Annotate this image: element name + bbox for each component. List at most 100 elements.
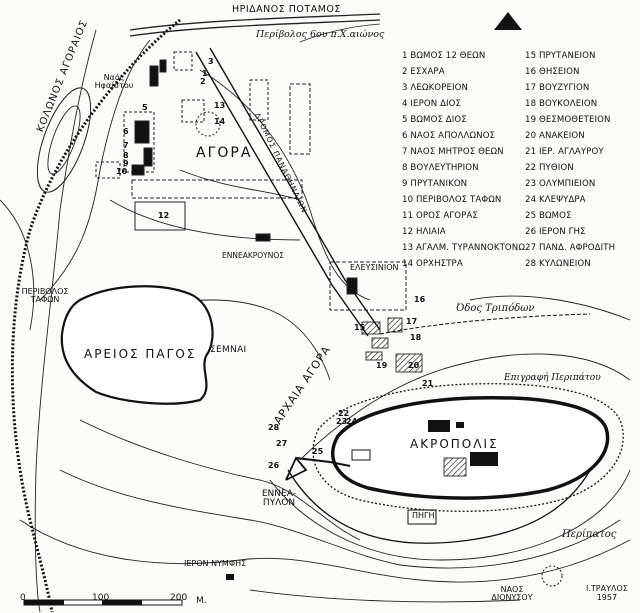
legend-item: 4 ΙΕΡΟΝ ΔΙΟΣ	[402, 99, 462, 109]
legend-item: 26 ΙΕΡΟΝ ΓΗΣ	[525, 227, 586, 237]
legend-item: 19 ΘΕΣΜΟΘΕΤΕΙΟΝ	[525, 115, 611, 125]
site-number: 8	[123, 151, 129, 160]
site-number: 21	[422, 379, 434, 388]
enneapylon-label: ΕΝΝΕΑ- ΠΥΛΟΝ	[261, 489, 297, 508]
west-approach	[285, 456, 308, 481]
agora-label: ΑΓΟΡΑ	[196, 145, 253, 161]
ieron-nymphes-label: ΙΕΡΟΝ ΝΥΜΦΗΣ	[184, 559, 247, 568]
site-number: 18	[410, 333, 422, 342]
kolonos-hill-inner	[47, 105, 81, 175]
site-number: 24	[346, 417, 358, 426]
site-number: 3	[208, 57, 214, 66]
site-number: 16	[414, 295, 426, 304]
site-number: 13	[214, 101, 226, 110]
panathenaic-way	[195, 47, 381, 337]
naos-dionysou-label: ΝΑΟΣ ΔΙΟΝΥΣΟΥ	[491, 585, 533, 602]
temple-hephaestus-label: Ναός Ηφαίστου	[94, 73, 134, 90]
site-number: 1	[202, 69, 208, 78]
legend-item: 14 ΟΡΧΗΣΤΡΑ	[402, 259, 463, 269]
legend-item: 13 ΑΓΑΛΜ. ΤΥΡΑΝΝΟΚΤΟΝΩΝ	[402, 243, 525, 253]
legend-item: 3 ΛΕΩΚΟΡΕΙΟΝ	[402, 83, 469, 93]
epigraphe-label: Επιγραφή Περιπάτου	[504, 373, 601, 383]
areios-pagos-label: ΑΡΕΙΟΣ ΠΑΓΟΣ	[84, 347, 197, 361]
semnai-label: ΣΕΜΝΑΙ	[210, 345, 247, 355]
legend-item: 24 ΚΛΕΨΥΔΡΑ	[525, 195, 586, 205]
site-number: 5	[142, 103, 148, 112]
north-arrow-icon	[494, 12, 522, 30]
peripatos-road	[287, 449, 601, 544]
nymphe-marker	[226, 574, 234, 580]
river	[129, 13, 381, 43]
legend-item: 7 ΝΑΟΣ ΜΗΤΡΟΣ ΘΕΩΝ	[402, 147, 504, 157]
agora-number-12: 12	[158, 211, 169, 220]
areios-pagos-hill	[60, 285, 214, 405]
site-number: 19	[376, 361, 388, 370]
site-number: 9	[123, 159, 129, 168]
legend-item: 17 ΒΟΥΖΥΓΙΟΝ	[525, 83, 590, 93]
eleusinion-outline	[329, 261, 407, 311]
legend-item: 15 ΠΡΥΤΑΝΕΙΟΝ	[525, 51, 596, 61]
site-number: 17	[406, 317, 418, 326]
agora-buildings	[95, 51, 311, 242]
legend-item: 10 ΠΕΡΙΒΟΛΟΣ ΤΑΦΩΝ	[402, 195, 502, 205]
eleusinion-label: ΕΛΕΥΣΙΝΙΟΝ	[350, 263, 399, 272]
legend-item: 20 ΑΝΑΚΕΙΟΝ	[525, 131, 585, 141]
tripodon-road	[379, 313, 591, 335]
legend-item: 8 ΒΟΥΛΕΥΤΗΡΙΟΝ	[402, 163, 479, 173]
site-number: 6	[123, 127, 129, 136]
legend-item: 11 ΟΡΟΣ ΑΓΟΡΑΣ	[402, 211, 478, 221]
legend-item: 27 ΠΑΝΔ. ΑΦΡΟΔΙΤΗ	[525, 243, 616, 253]
site-number: 23	[336, 417, 348, 426]
enneakrounos-label: ΕΝΝΕΑΚΡΟΥΝΟΣ	[222, 251, 285, 260]
legend-item: 28 ΚΥΛΩΝΕΙΟΝ	[525, 259, 591, 269]
city-wall	[10, 18, 181, 613]
site-number: 27	[276, 439, 288, 448]
legend-item: 22 ΠΥΘΙΟΝ	[525, 163, 574, 173]
kolonos-hill	[36, 87, 92, 193]
map-credit: Ι.ΤΡΑΥΛΟΣ 1957	[586, 584, 628, 603]
site-number: 20	[408, 361, 420, 370]
legend-item: 2 ΕΣΧΑΡΑ	[402, 67, 445, 77]
odos-tripodon-label: Όδος Τριπόδων	[456, 303, 535, 314]
site-number: 26	[268, 461, 280, 470]
dionysus-theatre	[541, 565, 563, 587]
acropolis-outer	[312, 383, 624, 512]
legend-item: 16 ΘΗΣΕΙΟΝ	[525, 67, 580, 77]
legend-item: 21 ΙΕΡ. ΑΓΛΑΥΡΟΥ	[525, 147, 604, 157]
acropolis-wall	[331, 395, 610, 500]
credit-year: 1957	[596, 592, 618, 602]
akropolis-label: ΑΚΡΟΠΟΛΙΣ	[410, 437, 499, 451]
peripatos-label: Περίπατος	[562, 529, 617, 540]
site-number: 15	[354, 323, 366, 332]
scale-end: 200	[170, 593, 188, 603]
legend-item: 18 ΒΟΥΚΟΛΕΙΟΝ	[525, 99, 598, 109]
river-label: ΗΡΙΔΑΝΟΣ ΠΟΤΑΜΟΣ	[232, 4, 341, 15]
acropolis-buildings	[295, 420, 498, 525]
perivolos-tafon-label: ΠΕΡΙΒΟΛΟΣ ΤΑΦΩΝ	[21, 287, 69, 304]
site-number: 2	[200, 77, 206, 86]
legend-item: 25 ΒΩΜΟΣ	[525, 211, 572, 221]
pege-label: ΠΗΓΗ	[412, 511, 435, 520]
legend-item: 1 ΒΩΜΟΣ 12 ΘΕΩΝ	[402, 51, 486, 61]
site-number: 10	[116, 167, 128, 176]
legend-item: 23 ΟΛΥΜΠΙΕΙΟΝ	[525, 179, 596, 189]
site-number: 25	[312, 447, 324, 456]
map-legend: 1 ΒΩΜΟΣ 12 ΘΕΩΝ 2 ΕΣΧΑΡΑ 3 ΛΕΩΚΟΡΕΙΟΝ 4 …	[402, 48, 638, 272]
credit-author: Ι.ΤΡΑΥΛΟΣ	[586, 584, 628, 593]
scale-bar	[23, 599, 183, 606]
scale-mid: 100	[92, 593, 110, 603]
legend-item: 5 ΒΩΜΟΣ ΔΙΟΣ	[402, 115, 467, 125]
scale-zero: 0	[20, 593, 26, 603]
site-number: 14	[214, 117, 226, 126]
south-buildings	[361, 317, 423, 373]
site-number: 22	[338, 409, 350, 418]
site-number: 7	[123, 141, 129, 150]
legend-item: 6 ΝΑΟΣ ΑΠΟΛΛΩΝΟΣ	[402, 131, 496, 141]
site-number: 28	[268, 423, 280, 432]
legend-item: 12 ΗΛΙΑΙΑ	[402, 227, 446, 237]
legend-item: 9 ΠΡΥΤΑΝΙΚΟΝ	[402, 179, 468, 189]
enclosure-label: Περίβολος 6ου π.Χ.αιώνος	[256, 29, 385, 40]
scale-unit: Μ.	[196, 596, 207, 606]
